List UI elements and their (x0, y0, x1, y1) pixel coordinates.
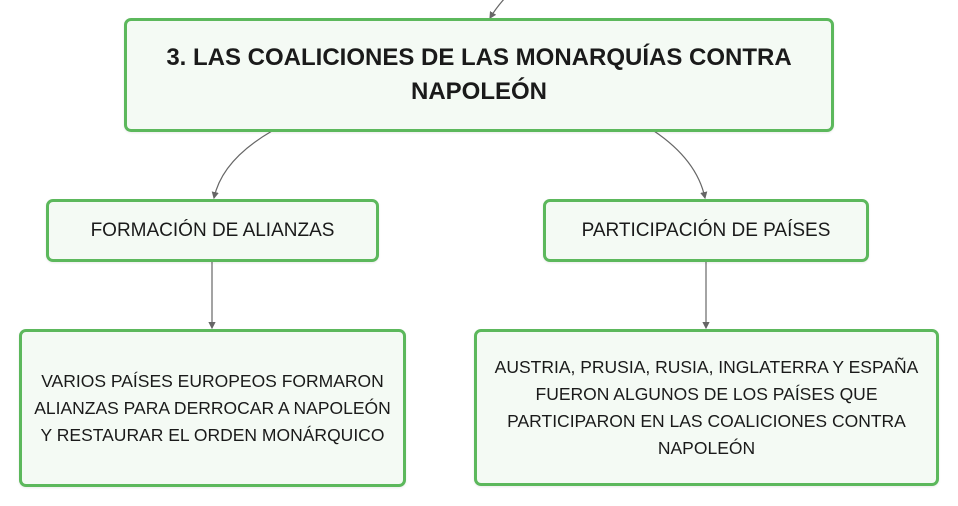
detail-node-participacion-de-paises[interactable]: AUSTRIA, PRUSIA, RUSIA, INGLATERRA Y ESP… (474, 329, 939, 486)
branch-label: FORMACIÓN DE ALIANZAS (90, 219, 335, 241)
root-node[interactable]: 3. LAS COALICIONES DE LAS MONARQUÍAS CON… (124, 18, 834, 132)
root-title: 3. LAS COALICIONES DE LAS MONARQUÍAS CON… (166, 44, 792, 105)
connector-root-to-formacion (211, 130, 273, 200)
connector-root-to-participacion (653, 130, 708, 200)
branch-label: PARTICIPACIÓN DE PAÍSES (581, 219, 831, 241)
detail-text: AUSTRIA, PRUSIA, RUSIA, INGLATERRA Y ESP… (494, 356, 919, 458)
branch-node-participacion-de-paises[interactable]: PARTICIPACIÓN DE PAÍSES (543, 199, 869, 262)
branch-node-formacion-de-alianzas[interactable]: FORMACIÓN DE ALIANZAS (46, 199, 379, 262)
detail-node-formacion-de-alianzas[interactable]: VARIOS PAÍSES EUROPEOS FORMARON ALIANZAS… (19, 329, 406, 487)
detail-text: VARIOS PAÍSES EUROPEOS FORMARON ALIANZAS… (34, 370, 391, 445)
connector-parent-to-root (489, 0, 505, 20)
